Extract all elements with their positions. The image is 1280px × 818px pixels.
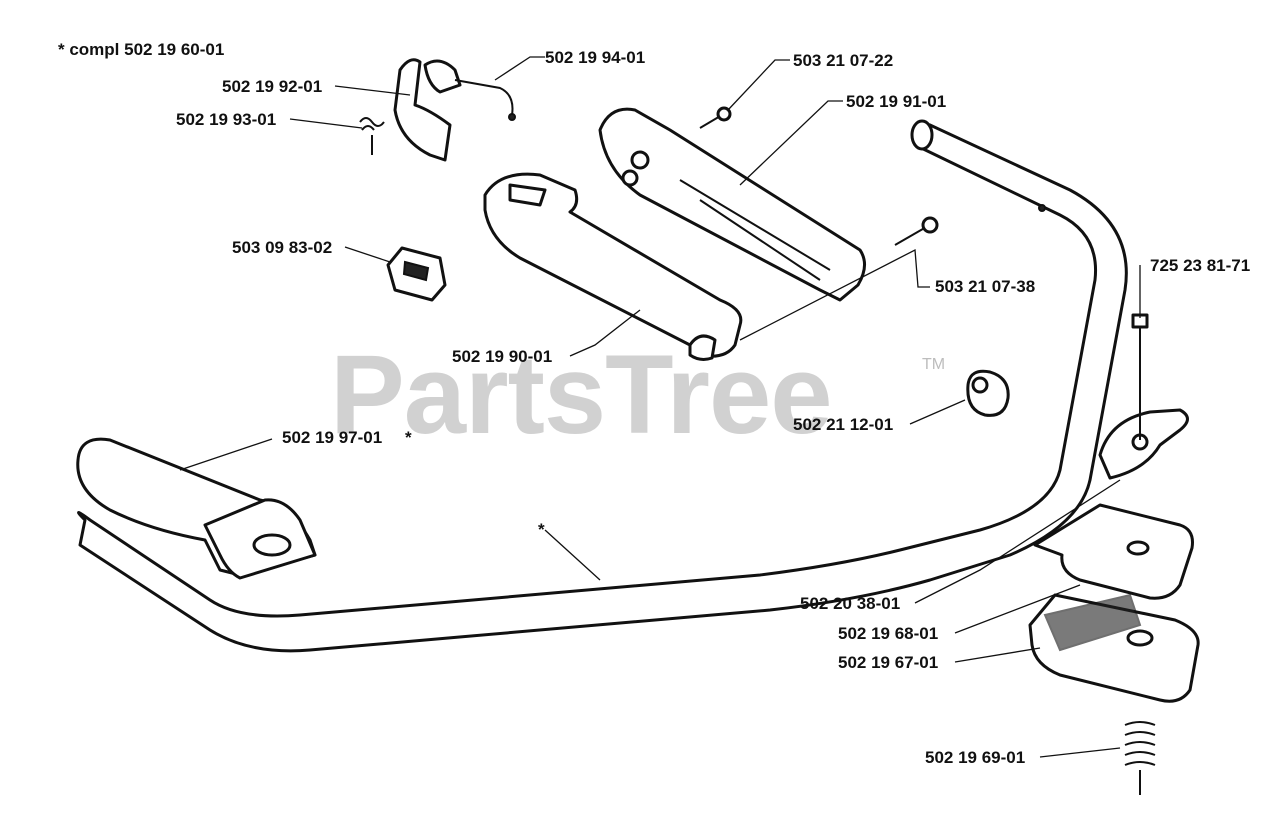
label-502-19-68-01: 502 19 68-01 (838, 624, 939, 643)
label-502-19-92-01: 502 19 92-01 (222, 77, 323, 96)
label-502-19-69-01: 502 19 69-01 (925, 748, 1026, 767)
label-502-19-93-01: 502 19 93-01 (176, 110, 277, 129)
label-502-19-94-01: 502 19 94-01 (545, 48, 646, 67)
label-725-23-81-71: 725 23 81-71 (1150, 256, 1251, 275)
assembly-note: * compl 502 19 60-01 (58, 40, 225, 59)
throttle-handle (483, 172, 743, 361)
clamp-lower (1028, 593, 1200, 703)
clamp-spring (1124, 721, 1156, 795)
label-502-19-91-01: 502 19 91-01 (846, 92, 947, 111)
label-502-19-97-01: 502 19 97-01 (282, 428, 383, 447)
throttle-trigger (393, 58, 516, 162)
label-503-21-07-22: 503 21 07-22 (793, 51, 894, 70)
cable-clip (966, 369, 1010, 417)
handle-half (598, 107, 866, 302)
screw-503-21-07-38 (894, 216, 939, 246)
label-502-21-12-01: 502 21 12-01 (793, 415, 894, 434)
label-502-19-67-01: 502 19 67-01 (838, 653, 939, 672)
clamp-upper (1033, 503, 1194, 600)
left-grip (76, 437, 317, 580)
stop-switch (386, 246, 447, 302)
label-503-09-83-02: 503 09 83-02 (232, 238, 333, 257)
screw-503-21-07-22 (699, 106, 732, 129)
handlebar-star: * (538, 520, 545, 539)
watermark-brand: PartsTree (330, 332, 833, 457)
label-502-20-38-01: 502 20 38-01 (800, 594, 901, 613)
handlebar-tube (77, 119, 1128, 653)
trigger-spring (359, 117, 385, 155)
leader-lines (179, 56, 1141, 758)
watermark-trademark: TM (922, 356, 946, 373)
label-502-19-97-01-star: * (405, 428, 412, 447)
label-502-19-90-01: 502 19 90-01 (452, 347, 553, 366)
label-503-21-07-38: 503 21 07-38 (935, 277, 1036, 296)
